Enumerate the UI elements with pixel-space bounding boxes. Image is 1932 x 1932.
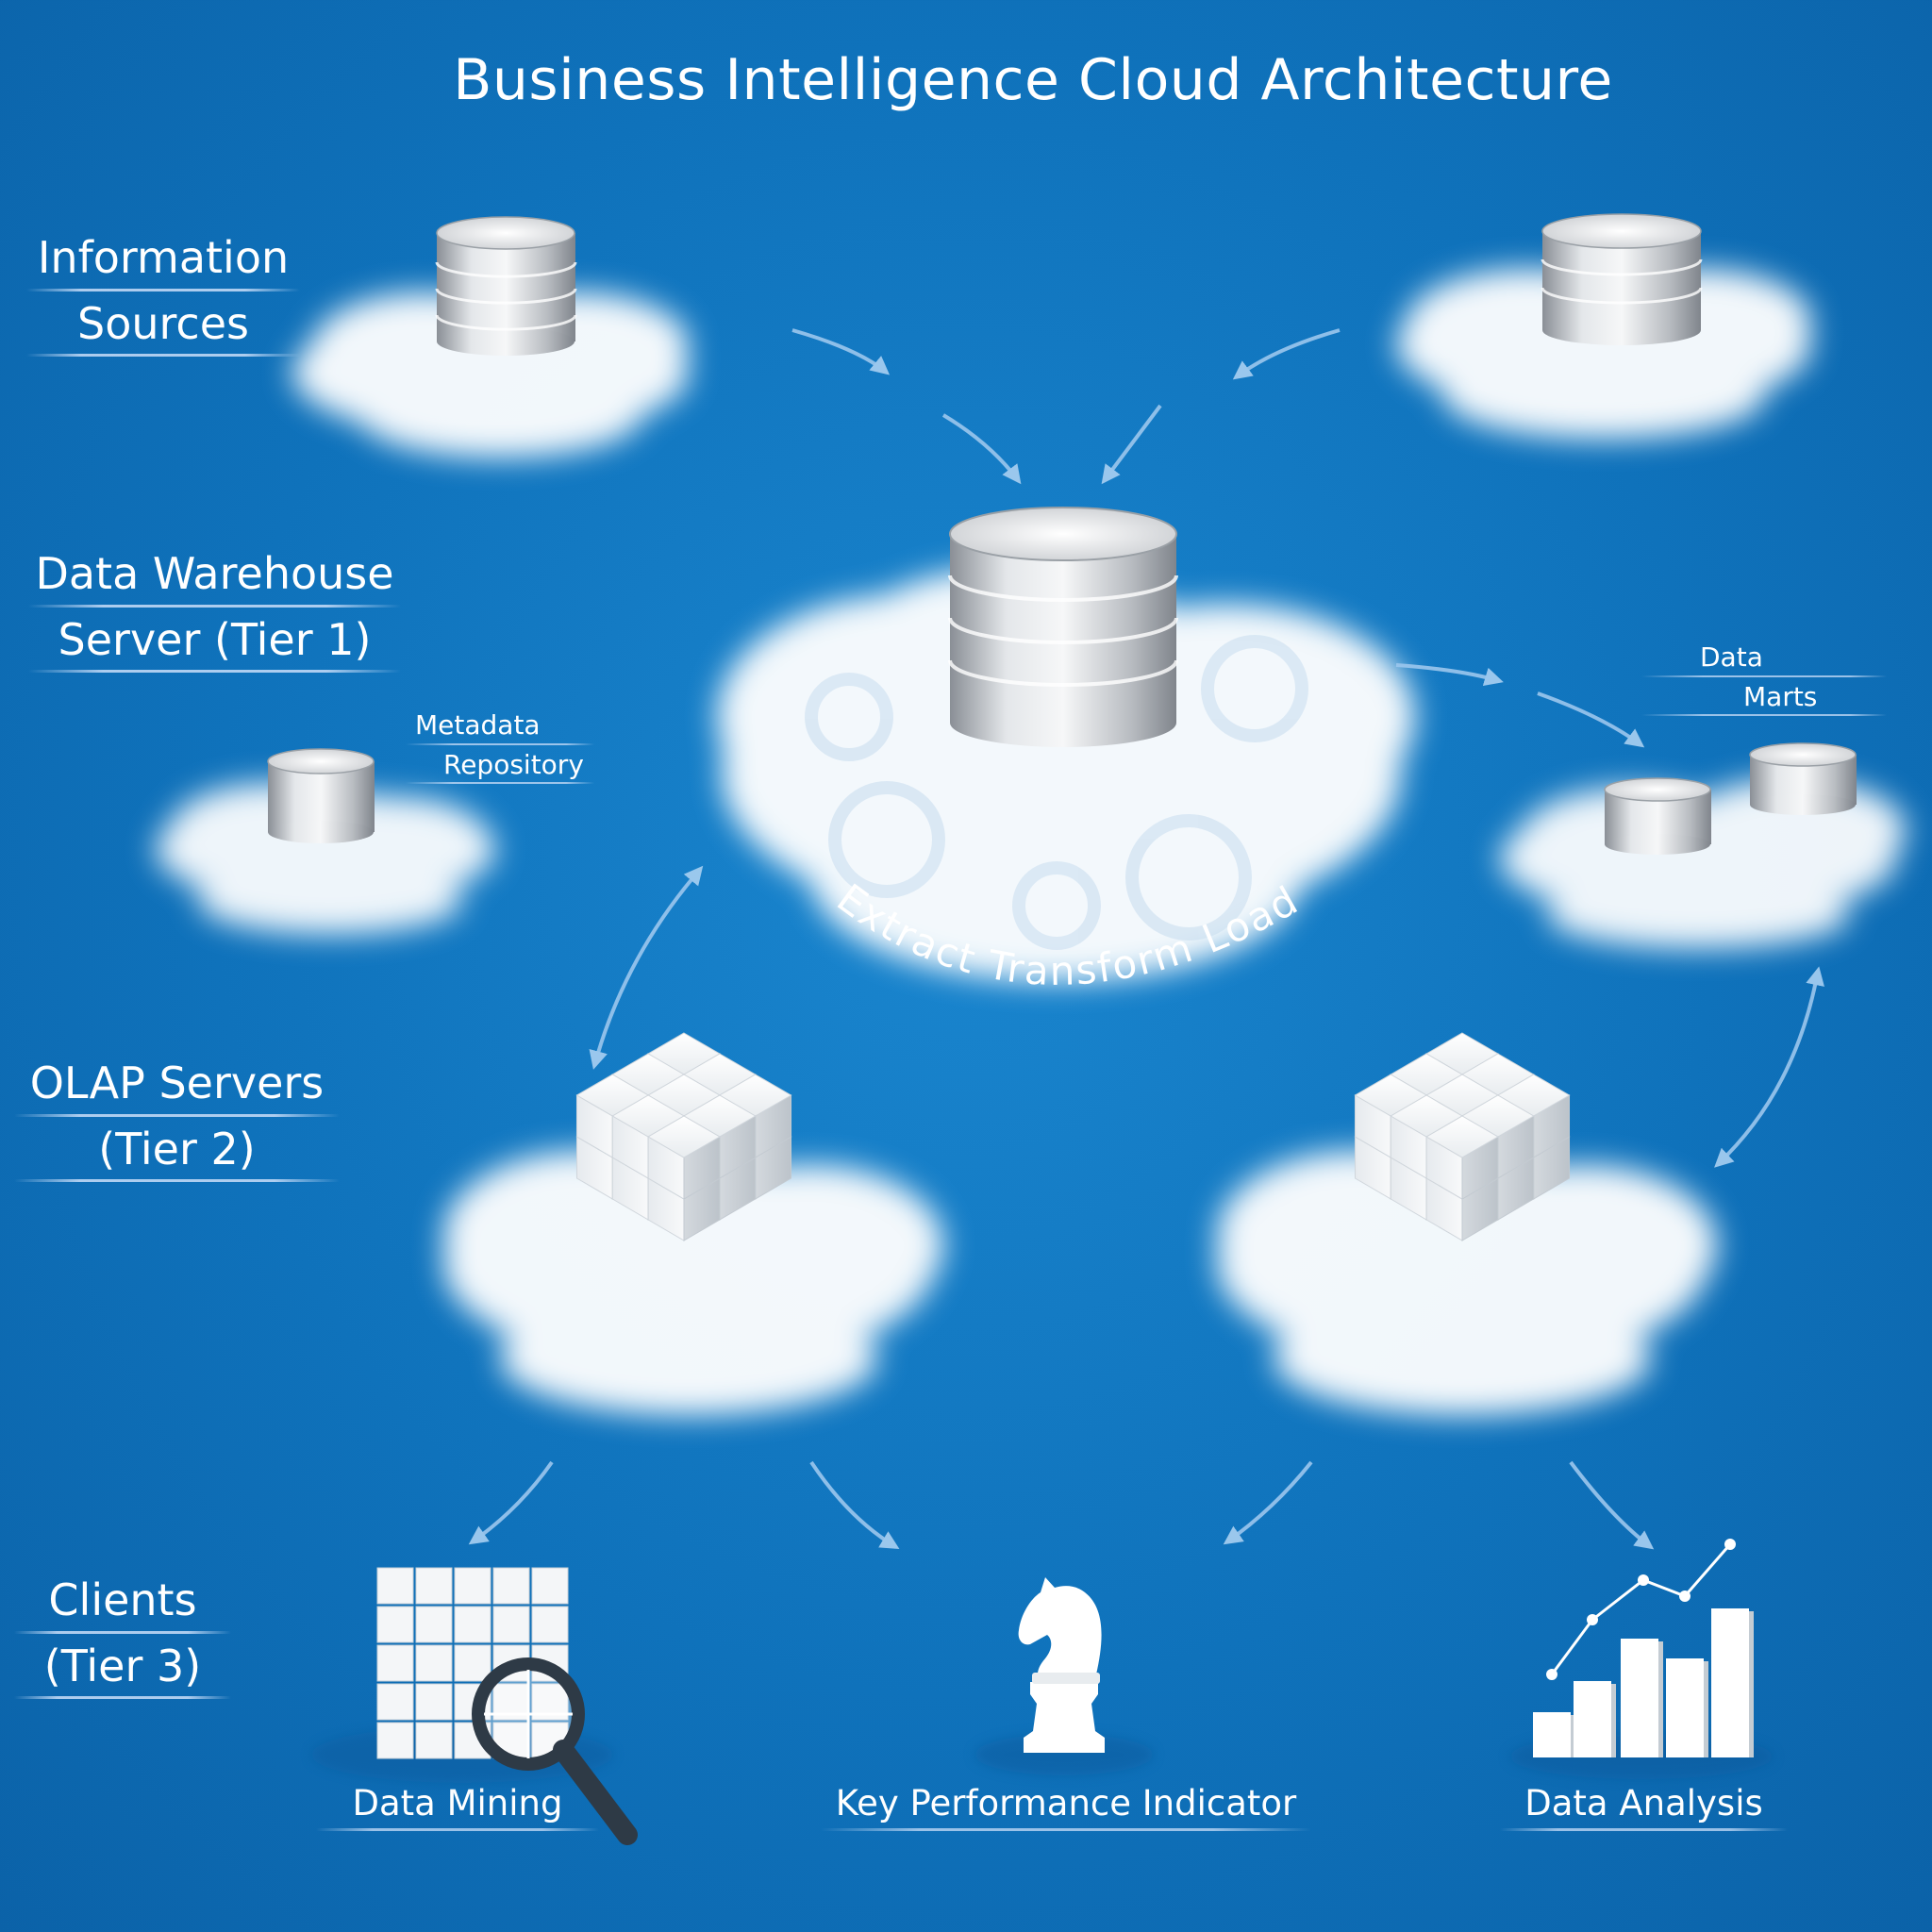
icon-bar-side (1658, 1641, 1663, 1757)
flow-arrows (468, 328, 1824, 1550)
grid-cell (492, 1606, 530, 1643)
gears-decoration (805, 635, 1308, 950)
cube-face (1425, 1115, 1499, 1158)
icon-bar (1533, 1712, 1571, 1757)
grid-cell (415, 1606, 453, 1643)
icon-bar-side (1571, 1715, 1575, 1757)
grid-cell (531, 1606, 569, 1643)
tier-label-line: Data Warehouse (28, 547, 401, 608)
grid-cell (454, 1606, 491, 1643)
metadata-repository-label: Metadata Repository (406, 709, 594, 788)
arrow-olap-right-to-kpi (1223, 1460, 1313, 1545)
grid-cell (415, 1567, 453, 1605)
database-icon (948, 507, 1178, 747)
grid-cell (454, 1567, 491, 1605)
grid-cell (492, 1567, 530, 1605)
grid-cell (376, 1683, 414, 1721)
tier-label-line: Server (Tier 1) (28, 612, 401, 673)
tier-label-olap-servers: OLAP Servers (Tier 2) (14, 1057, 340, 1188)
label-line: Metadata (406, 709, 594, 745)
arrow-olap-right-to-analysis (1569, 1460, 1655, 1550)
grid-cell (376, 1722, 414, 1759)
data-marts-label: Data Marts (1641, 641, 1887, 720)
tier-label-data-warehouse: Data Warehouse Server (Tier 1) (28, 547, 401, 678)
icon-bar-side (1704, 1661, 1708, 1757)
arrow-marts-olap-right (1714, 966, 1824, 1168)
tier-label-line: OLAP Servers (14, 1057, 340, 1117)
arrow-source-left-to-warehouse (791, 328, 891, 375)
icon-bar (1574, 1681, 1611, 1757)
label-line: Data (1641, 641, 1887, 677)
grid-cell (415, 1722, 453, 1759)
tier-label-line: (Tier 3) (14, 1639, 231, 1699)
icon-bar (1621, 1639, 1658, 1757)
olap-cube-icon (1354, 1032, 1571, 1241)
database-icon (435, 216, 577, 356)
database-icon (1541, 213, 1703, 345)
grid-cell (376, 1644, 414, 1682)
kpi-label: Key Performance Indicator (821, 1783, 1311, 1831)
arrow-source-right-to-warehouse-2 (1101, 404, 1162, 485)
data-analysis-label: Data Analysis (1500, 1783, 1788, 1831)
arrow-source-right-to-warehouse (1232, 328, 1341, 380)
icon-bar (1666, 1658, 1704, 1757)
icon-bar-side (1749, 1611, 1754, 1757)
grid-cell (454, 1644, 491, 1682)
arrow-source-left-to-warehouse-2 (941, 413, 1022, 485)
arrow-warehouse-to-marts-2 (1537, 691, 1645, 748)
olap-cube-icon (575, 1032, 792, 1241)
database-icon (1604, 777, 1711, 855)
grid-cell (376, 1567, 414, 1605)
data-mining-icon (311, 1567, 638, 1845)
grid-cell (415, 1644, 453, 1682)
database-icon (267, 748, 375, 843)
grid-cell (415, 1683, 453, 1721)
icon-bar-side (1611, 1684, 1616, 1757)
grid-cell (531, 1567, 569, 1605)
cloud-olap-left (443, 1151, 943, 1415)
tier-label-line: (Tier 2) (14, 1122, 340, 1182)
arrow-olap-left-to-mining (468, 1460, 554, 1545)
bar-chart-icon (1509, 1539, 1774, 1779)
chess-knight-icon (974, 1577, 1154, 1775)
icon-bar (1711, 1608, 1749, 1757)
database-icon (1749, 742, 1857, 815)
cube-face (647, 1115, 721, 1158)
data-mining-label: Data Mining (316, 1783, 599, 1831)
label-line: Marts (1641, 680, 1887, 717)
tier-label-clients: Clients (Tier 3) (14, 1574, 231, 1705)
tier-label-information-sources: Information Sources (26, 231, 300, 362)
arrow-olap-left-to-kpi (809, 1460, 900, 1550)
grid-cell (376, 1606, 414, 1643)
tier-label-line: Information (26, 231, 300, 291)
tier-label-line: Sources (26, 296, 300, 357)
arrow-warehouse-olap-left (589, 865, 704, 1070)
diagram-title: Business Intelligence Cloud Architecture (453, 47, 1613, 113)
label-line: Repository (406, 748, 594, 785)
arrow-warehouse-to-marts (1395, 663, 1504, 686)
tier-label-line: Clients (14, 1574, 231, 1634)
